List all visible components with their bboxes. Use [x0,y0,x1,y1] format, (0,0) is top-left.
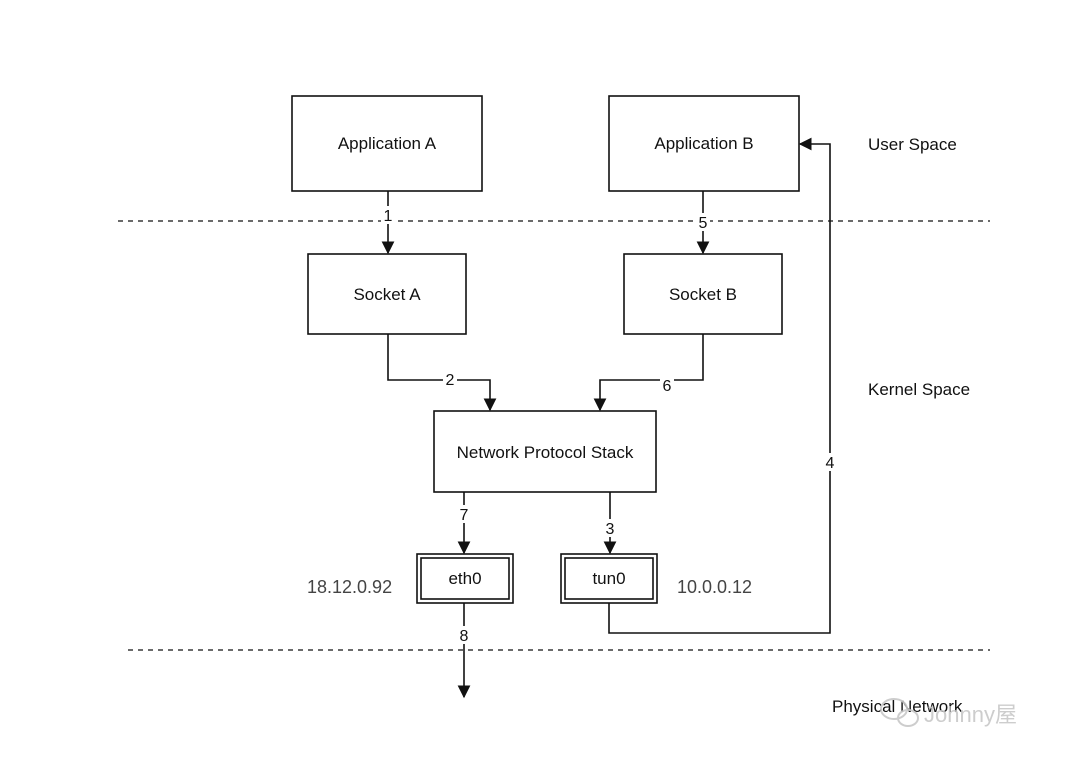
eth0-label: eth0 [448,569,481,588]
step-7-label: 7 [457,505,471,524]
watermark-text: Johnny屋 [924,702,1017,727]
watermark: Johnny屋 [880,698,1017,727]
chat-bubble-icon [880,698,919,727]
step-5-label: 5 [696,213,710,232]
svg-text:7: 7 [460,507,469,524]
application-a-label: Application A [338,134,437,153]
application-b-label: Application B [654,134,753,153]
network-protocol-stack-box: Network Protocol Stack [433,410,657,493]
svg-text:5: 5 [699,215,708,232]
step-4-label: 4 [823,453,837,472]
tun0-interface-box: tun0 [560,553,658,604]
svg-text:8: 8 [460,628,469,645]
eth0-ip-label: 18.12.0.92 [307,577,392,597]
step-8-label: 8 [457,626,471,645]
socket-b-box: Socket B [623,253,783,335]
physical-network-label: Physical Network [832,697,963,716]
step-3-label: 3 [603,519,617,538]
edge-4 [608,137,831,634]
step-6-label: 6 [660,376,674,395]
step-2-label: 2 [443,370,457,389]
eth0-interface-box: eth0 [416,553,514,604]
svg-text:6: 6 [663,378,672,395]
network-protocol-stack-label: Network Protocol Stack [457,443,634,462]
svg-text:3: 3 [606,521,615,538]
svg-text:2: 2 [446,372,455,389]
socket-a-label: Socket A [353,285,421,304]
step-1-label: 1 [381,206,395,225]
user-space-label: User Space [868,135,957,154]
application-b-box: Application B [608,95,800,192]
socket-a-box: Socket A [307,253,467,335]
svg-text:1: 1 [384,208,393,225]
kernel-space-label: Kernel Space [868,380,970,399]
tun0-ip-label: 10.0.0.12 [677,577,752,597]
tun0-label: tun0 [592,569,625,588]
socket-b-label: Socket B [669,285,737,304]
application-a-box: Application A [291,95,483,192]
svg-text:4: 4 [826,455,835,472]
edge-2 [387,334,497,412]
edge-6 [593,334,704,412]
